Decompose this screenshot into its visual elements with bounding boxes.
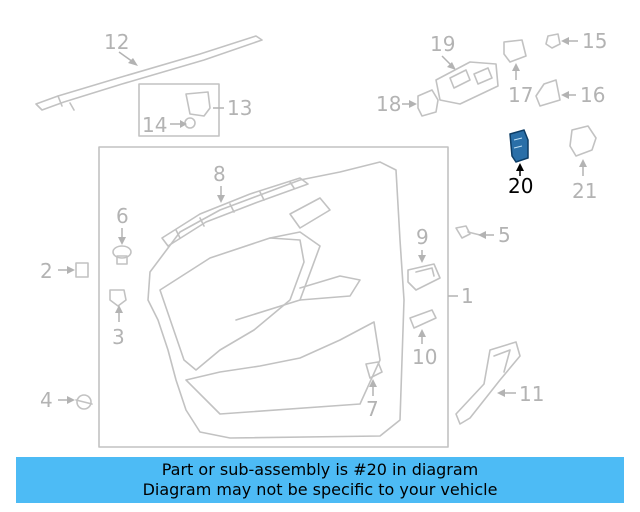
callout-6: 6 — [116, 204, 129, 228]
part-13-14-group: 13 14 — [138, 83, 252, 137]
callout-8: 8 — [213, 162, 226, 186]
info-banner: Part or sub-assembly is #20 in diagram D… — [16, 457, 624, 503]
parts-diagram: 12 13 14 1 8 6 2 — [35, 29, 607, 448]
callout-10: 10 — [412, 345, 437, 369]
callout-20: 20 — [508, 174, 533, 198]
callout-1: 1 — [461, 284, 474, 308]
callout-9: 9 — [416, 225, 429, 249]
part-12-belt-molding: 12 — [35, 30, 263, 111]
callout-21: 21 — [572, 179, 597, 203]
part-9-switch-bezel: 9 — [407, 225, 441, 291]
part-11-pull-handle: 11 — [455, 341, 544, 425]
part-7-clip: 7 — [365, 361, 383, 421]
part-6-clip: 6 — [112, 204, 132, 265]
part-19-window-switch: 19 — [430, 32, 499, 105]
part-21-cover: 21 — [569, 125, 597, 203]
part-10-handle-insert: 10 — [409, 309, 437, 369]
banner-line-part-info: Part or sub-assembly is #20 in diagram — [161, 460, 479, 479]
callout-15: 15 — [582, 29, 607, 53]
callout-16: 16 — [580, 83, 605, 107]
part-16-bracket: 16 — [535, 79, 605, 107]
part-2-fastener: 2 — [40, 259, 89, 283]
callout-19: 19 — [430, 32, 455, 56]
part-3-clip: 3 — [109, 289, 127, 349]
callout-2: 2 — [40, 259, 53, 283]
callout-13: 13 — [227, 96, 252, 120]
part-17-switch: 17 — [503, 39, 533, 107]
part-1-door-trim-panel: 1 — [98, 146, 474, 448]
callout-12: 12 — [104, 30, 129, 54]
banner-line-disclaimer: Diagram may not be specific to your vehi… — [142, 480, 498, 499]
part-5-screw: 5 — [455, 223, 511, 247]
part-20-highlighted-switch[interactable]: 20 — [508, 129, 533, 198]
part-15-cap: 15 — [545, 29, 607, 53]
callout-11: 11 — [519, 382, 544, 406]
callout-18: 18 — [376, 92, 401, 116]
callout-4: 4 — [40, 388, 53, 412]
callout-17: 17 — [508, 83, 533, 107]
callout-5: 5 — [498, 223, 511, 247]
callout-7: 7 — [366, 397, 379, 421]
callout-14: 14 — [142, 113, 167, 137]
part-4-screw: 4 — [40, 388, 93, 412]
part-8-trim-strip: 8 — [161, 162, 309, 247]
part-18-switch: 18 — [376, 89, 439, 117]
callout-3: 3 — [112, 325, 125, 349]
